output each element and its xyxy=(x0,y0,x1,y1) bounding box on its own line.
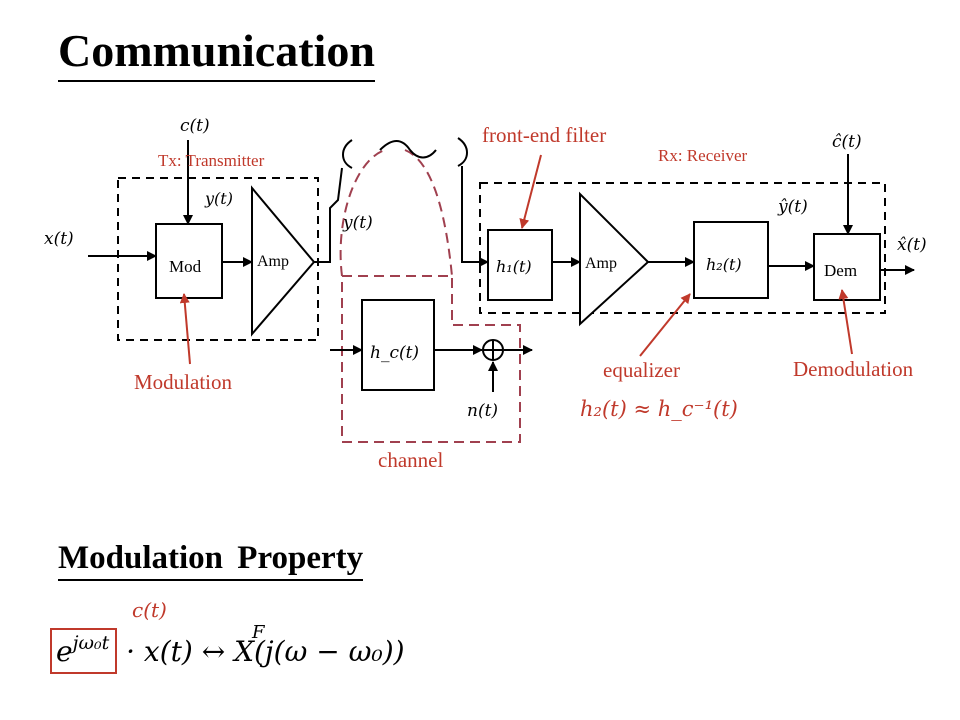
rx-input-line xyxy=(461,166,489,267)
tx-amp-label: Amp xyxy=(257,253,289,270)
rx-carrier-label: ĉ(t) xyxy=(832,132,862,152)
dem-label: Dem xyxy=(824,261,857,280)
h2-label: h₂(t) xyxy=(706,255,742,274)
tx-amplifier xyxy=(251,185,316,337)
carrier-exponential: ejω₀t xyxy=(50,628,118,674)
equalizer-pointer xyxy=(639,293,691,357)
air-wave-symbol xyxy=(342,137,468,169)
formula-carrier-label: c(t) xyxy=(132,598,167,622)
channel-block-label: h_c(t) xyxy=(370,343,419,363)
h1-block xyxy=(487,229,553,301)
demodulation-label: Demodulation xyxy=(793,357,914,381)
tx-output-label: y(t) xyxy=(342,213,373,233)
section-title: Modulation Property xyxy=(58,542,364,581)
dem-block xyxy=(813,233,881,301)
demodulation-pointer xyxy=(838,289,853,355)
channel-boundary xyxy=(341,275,521,443)
modulation-formula: ejω₀t · x(t) ↔ X(j(ω − ω₀)) xyxy=(50,628,405,674)
rx-amplifier xyxy=(579,191,650,327)
h1-label: h₁(t) xyxy=(496,257,532,276)
mod-label: Mod xyxy=(169,257,202,276)
rx-amp-label: Amp xyxy=(585,255,617,272)
equalizer-label: equalizer xyxy=(603,358,680,382)
eq-output-label: ŷ(t) xyxy=(777,197,808,217)
formula-rest: · x(t) ↔ X(j(ω − ω₀)) xyxy=(126,635,405,668)
h2-block xyxy=(693,221,769,299)
equalizer-equation: h₂(t) ≈ h_c⁻¹(t) xyxy=(580,397,738,421)
transmitter-label: Tx: Transmitter xyxy=(158,151,265,170)
front-end-filter-label: front-end filter xyxy=(482,123,606,147)
tx-output-line xyxy=(314,167,343,263)
front-end-pointer xyxy=(519,154,542,229)
modulation-label: Modulation xyxy=(134,370,232,394)
channel-wave-path xyxy=(339,149,453,277)
mod-output-label: y(t) xyxy=(204,189,233,208)
carrier-label: c(t) xyxy=(180,116,210,136)
page-title: Communication xyxy=(58,28,375,82)
channel-label: channel xyxy=(378,448,443,472)
receiver-boundary xyxy=(479,182,886,314)
receiver-label: Rx: Receiver xyxy=(658,146,748,165)
output-signal-label: x̂(t) xyxy=(897,235,927,255)
fourier-label: F xyxy=(252,622,265,643)
noise-label: n(t) xyxy=(467,401,498,421)
input-signal-label: x(t) xyxy=(44,229,74,249)
mod-block xyxy=(155,223,223,299)
modulation-pointer xyxy=(179,293,191,365)
channel-block xyxy=(361,299,435,391)
transmitter-boundary xyxy=(117,177,319,341)
